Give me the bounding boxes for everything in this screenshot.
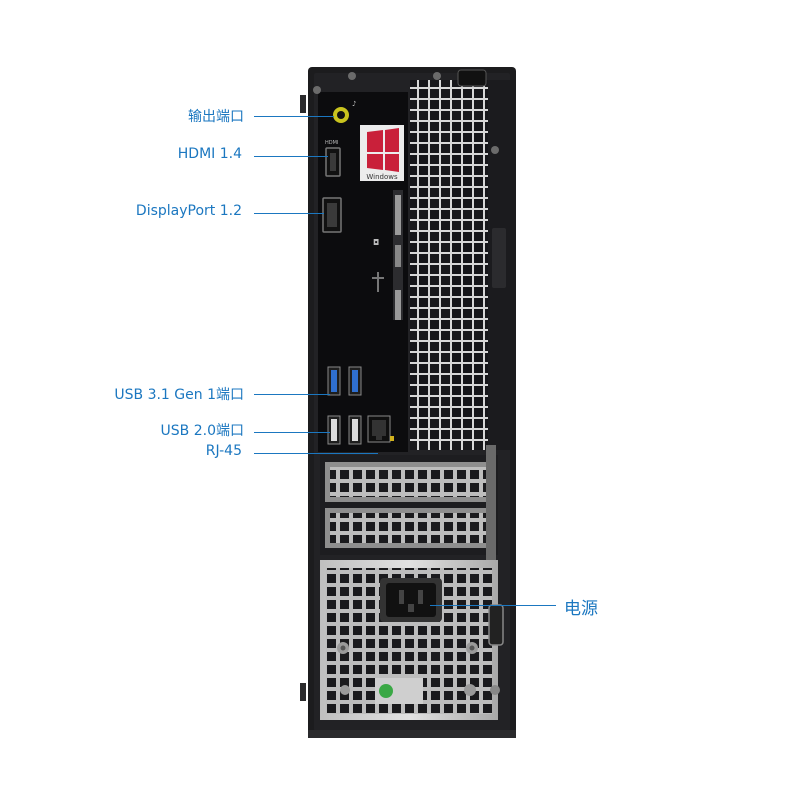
usb20-ports	[327, 415, 362, 445]
psu-test-button	[375, 678, 423, 704]
displayport-port	[322, 197, 342, 233]
label-rj45: RJ-45	[205, 443, 242, 459]
leader-rj45	[254, 453, 378, 454]
leader-audio-out	[254, 116, 334, 117]
leader-usb31	[254, 394, 330, 395]
label-hdmi: HDMI 1.4	[177, 146, 242, 162]
label-usb20: USB 2.0端口	[160, 423, 244, 439]
usb31-ports	[327, 366, 362, 396]
label-displayport: DisplayPort 1.2	[135, 203, 242, 219]
svg-text:HDMI: HDMI	[325, 140, 338, 146]
leader-hdmi	[254, 156, 328, 157]
svg-text:♪: ♪	[352, 100, 356, 108]
label-audio-out: 输出端口	[188, 109, 244, 125]
leader-displayport	[254, 213, 324, 214]
rj45-port	[367, 415, 394, 443]
windows-badge-text: Windows	[366, 173, 398, 181]
label-usb31: USB 3.1 Gen 1端口	[114, 387, 244, 403]
svg-text:◘: ◘	[373, 238, 379, 247]
audio-out-port: ♪	[333, 100, 356, 123]
leader-power	[430, 605, 556, 606]
top-vent-grid	[410, 80, 488, 450]
hdmi-port: HDMI	[325, 140, 341, 177]
leader-usb20	[254, 432, 330, 433]
label-power: 电源	[564, 599, 598, 619]
power-socket	[380, 578, 442, 622]
windows-badge: Windows	[360, 125, 404, 181]
